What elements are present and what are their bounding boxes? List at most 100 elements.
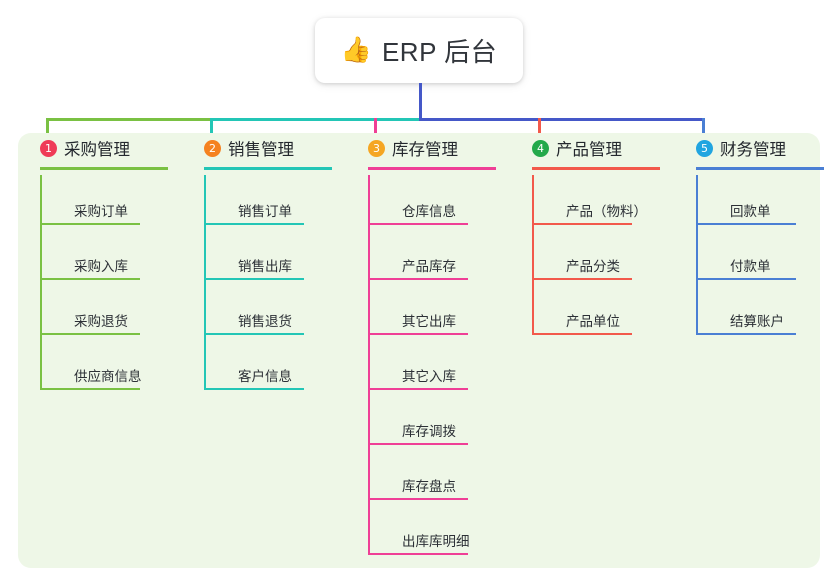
branch-item-rule (40, 223, 140, 225)
branch-item[interactable]: 出库库明细 (368, 505, 500, 560)
branch-items-5: 回款单付款单结算账户 (696, 175, 820, 340)
branch-item-rule (204, 333, 304, 335)
branch-header-rule-5 (696, 167, 824, 170)
thumbs-up-icon: 👍 (340, 36, 372, 64)
branch-item-label: 销售出库 (238, 259, 292, 274)
branch-item[interactable]: 付款单 (696, 230, 820, 285)
branch-item[interactable]: 产品（物料） (532, 175, 664, 230)
branch-header-3[interactable]: 3 库存管理 (350, 133, 500, 163)
branch-item-rule (368, 388, 468, 390)
branch-items-4: 产品（物料） 产品分类产品单位 (532, 175, 664, 340)
branch-title-1: 采购管理 (64, 141, 130, 159)
branch-spine-4 (532, 175, 534, 335)
branch-header-5[interactable]: 5 财务管理 (678, 133, 820, 163)
branch-header-1[interactable]: 1 采购管理 (22, 133, 172, 163)
branch-item-label: 仓库信息 (402, 204, 456, 219)
branch-item[interactable]: 回款单 (696, 175, 820, 230)
branch-title-4: 产品管理 (556, 141, 622, 159)
branch-item-rule (368, 443, 468, 445)
branch-item-label: 采购退货 (74, 314, 128, 329)
branch-item-rule (40, 388, 140, 390)
branch-item-rule (532, 278, 632, 280)
bus-segment-2 (210, 118, 422, 121)
root-node[interactable]: 👍 ERP 后台 (315, 18, 523, 83)
branch-header-2[interactable]: 2 销售管理 (186, 133, 336, 163)
branch-item[interactable]: 产品单位 (532, 285, 664, 340)
branch-spine-5 (696, 175, 698, 335)
bus-segment-1 (46, 118, 213, 121)
branch-item-label: 产品（物料） (566, 204, 647, 219)
branch-item-rule (532, 223, 632, 225)
branch-item-rule (696, 333, 796, 335)
branch-item-label: 客户信息 (238, 369, 292, 384)
root-stem-line (419, 83, 422, 121)
branch-item[interactable]: 其它入库 (368, 340, 500, 395)
branch-item-label: 采购入库 (74, 259, 128, 274)
branch-header-rule-3 (368, 167, 496, 170)
branch-item-rule (204, 278, 304, 280)
branch-header-4[interactable]: 4 产品管理 (514, 133, 664, 163)
branch-item-label: 供应商信息 (74, 369, 142, 384)
branch-spine-1 (40, 175, 42, 390)
page-title: ERP 后台 (381, 37, 498, 67)
bus-segment-root (419, 118, 705, 121)
branch-item-label: 采购订单 (74, 204, 128, 219)
branch-item[interactable]: 仓库信息 (368, 175, 500, 230)
branch-title-3: 库存管理 (392, 141, 458, 159)
branch-column-4: 4 产品管理产品（物料） 产品分类产品单位 (514, 133, 664, 335)
branch-item[interactable]: 销售出库 (204, 230, 336, 285)
branch-item-rule (40, 278, 140, 280)
branch-item[interactable]: 客户信息 (204, 340, 336, 395)
branch-item-label: 回款单 (730, 204, 771, 219)
branch-item-rule (368, 278, 468, 280)
branch-item-rule (368, 223, 468, 225)
branch-item[interactable]: 产品库存 (368, 230, 500, 285)
branch-item[interactable]: 采购订单 (40, 175, 172, 230)
branch-column-2: 2 销售管理销售订单销售出库销售退货客户信息 (186, 133, 336, 390)
branch-column-1: 1 采购管理采购订单采购入库采购退货供应商信息 (22, 133, 172, 390)
branch-item-rule (696, 278, 796, 280)
branch-item-label: 销售订单 (238, 204, 292, 219)
branch-item-rule (532, 333, 632, 335)
branch-item-label: 出库库明细 (402, 534, 470, 549)
branch-item[interactable]: 库存盘点 (368, 450, 500, 505)
branch-item-label: 产品分类 (566, 259, 620, 274)
branch-panel: 1 采购管理采购订单采购入库采购退货供应商信息 2 销售管理销售订单销售出库销售退货客… (18, 133, 824, 568)
branch-badge-4: 4 (532, 139, 549, 157)
branch-item-label: 其它入库 (402, 369, 456, 384)
branch-column-5: 5 财务管理回款单付款单结算账户 (678, 133, 824, 335)
branch-badge-2: 2 (204, 139, 221, 157)
branch-items-2: 销售订单销售出库销售退货客户信息 (204, 175, 336, 395)
branch-item-label: 库存盘点 (402, 479, 456, 494)
branch-item[interactable]: 采购入库 (40, 230, 172, 285)
branch-badge-1: 1 (40, 139, 57, 157)
branch-item-rule (696, 223, 796, 225)
branch-column-3: 3 库存管理仓库信息产品库存其它出库其它入库库存调拨库存盘点出库库明细 (350, 133, 500, 555)
branch-title-5: 财务管理 (720, 141, 786, 159)
branch-item-label: 库存调拨 (402, 424, 456, 439)
branch-item[interactable]: 其它出库 (368, 285, 500, 340)
branch-spine-2 (204, 175, 206, 390)
branch-item-label: 结算账户 (730, 314, 784, 329)
branch-item[interactable]: 销售退货 (204, 285, 336, 340)
branch-item-label: 产品单位 (566, 314, 620, 329)
branch-item[interactable]: 采购退货 (40, 285, 172, 340)
branch-item-rule (368, 333, 468, 335)
branch-badge-3: 3 (368, 139, 385, 157)
branch-title-2: 销售管理 (228, 141, 294, 159)
branch-item-label: 销售退货 (238, 314, 292, 329)
branch-item[interactable]: 产品分类 (532, 230, 664, 285)
branch-item-rule (368, 553, 468, 555)
branch-item-rule (204, 388, 304, 390)
branch-item-label: 产品库存 (402, 259, 456, 274)
branch-item[interactable]: 结算账户 (696, 285, 820, 340)
branch-badge-5: 5 (696, 139, 713, 157)
branch-item[interactable]: 供应商信息 (40, 340, 172, 395)
branch-item[interactable]: 库存调拨 (368, 395, 500, 450)
branch-item[interactable]: 销售订单 (204, 175, 336, 230)
branch-item-rule (40, 333, 140, 335)
branch-header-rule-2 (204, 167, 332, 170)
branch-header-rule-4 (532, 167, 660, 170)
branch-item-rule (368, 498, 468, 500)
